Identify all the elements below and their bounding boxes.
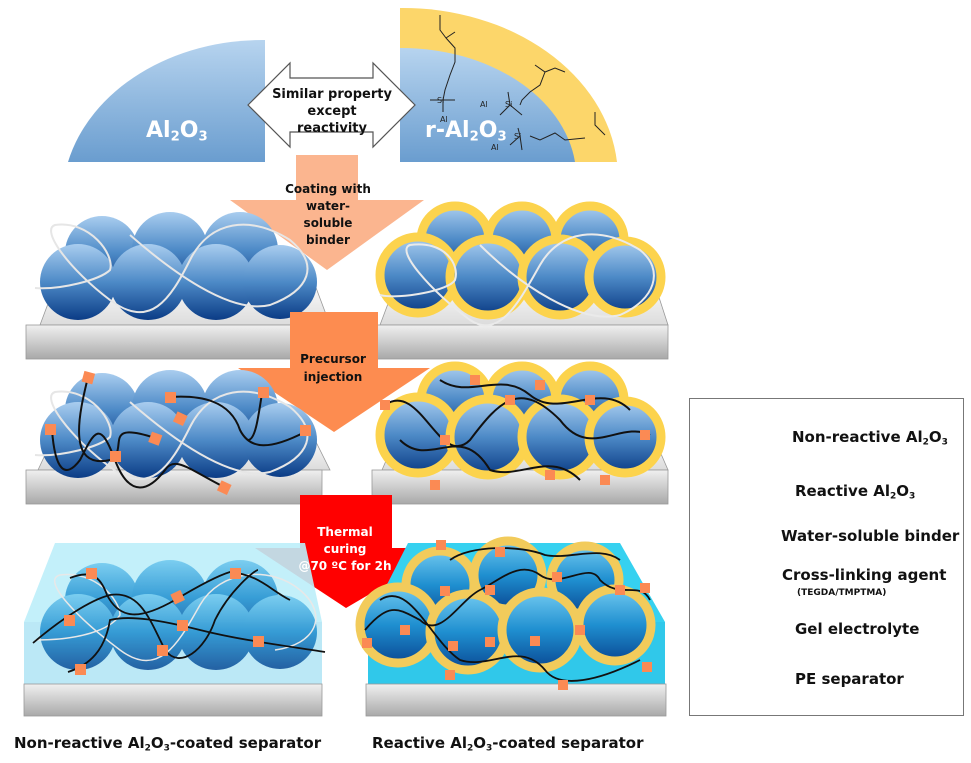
binder-strand — [34, 223, 309, 314]
legend — [689, 398, 964, 716]
step-arrow-coating — [230, 155, 424, 270]
row1-nonreactive — [25, 212, 331, 360]
molecule-atom-labels: Si Al Si Al Si Al — [437, 96, 521, 152]
legend-label-binder: Water-soluble binder — [781, 527, 960, 545]
row3-reactive — [355, 536, 667, 717]
legend-label-reactive: Reactive Al2O3 — [795, 482, 916, 502]
svg-text:Si: Si — [437, 96, 444, 105]
legend-label-gel: Gel electrolyte — [795, 620, 920, 638]
silane-molecules — [430, 15, 606, 151]
svg-text:Al: Al — [491, 143, 499, 152]
caption-reactive: Reactive Al2O3-coated separator — [372, 734, 644, 754]
step-arrow-precursor — [238, 312, 430, 432]
legend-note-crosslinker: (TEGDA/TMPTMA) — [797, 588, 887, 598]
reactive-alumina-label: r-Al2O3 — [425, 118, 507, 145]
crosslinker-ends — [45, 370, 311, 495]
legend-label-non-reactive: Non-reactive Al2O3 — [792, 428, 948, 448]
non-reactive-alumina-particle — [68, 39, 265, 162]
comparison-double-arrow — [247, 61, 416, 149]
row2-reactive — [371, 361, 669, 505]
svg-text:Al: Al — [480, 100, 488, 109]
comparison-text: Similar property except reactivity — [272, 87, 392, 136]
svg-text:Si: Si — [514, 132, 521, 141]
svg-text:Al: Al — [440, 115, 448, 124]
row2-nonreactive — [25, 370, 331, 505]
legend-label-crosslinker: Cross-linking agent — [782, 566, 947, 584]
row3-nonreactive — [23, 543, 326, 717]
row1-reactive — [371, 201, 669, 360]
caption-non-reactive: Non-reactive Al2O3-coated separator — [14, 734, 322, 754]
legend-label-separator: PE separator — [795, 670, 904, 688]
svg-text:Si: Si — [505, 100, 512, 109]
alumina-label: Al2O3 — [146, 118, 208, 145]
